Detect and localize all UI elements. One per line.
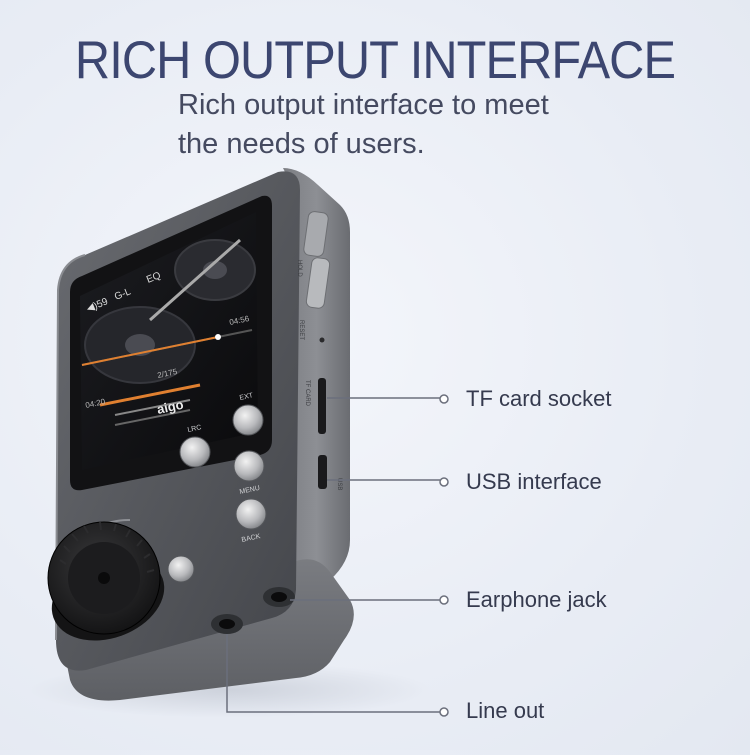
screen-eq-label: EQ — [145, 270, 163, 286]
back-button[interactable] — [235, 498, 267, 530]
side-label-tf-card: TF CARD — [304, 380, 310, 407]
brand-logo: aigo — [156, 397, 185, 417]
earphone-jack[interactable] — [271, 592, 287, 602]
reset-pinhole[interactable] — [319, 337, 325, 343]
side-label-reset: RESET — [298, 320, 304, 340]
headline: RICH OUTPUT INTERFACE — [74, 31, 676, 90]
menu-button[interactable] — [233, 450, 265, 482]
screen-track-index: 2/175 — [157, 367, 179, 380]
tf-card-slot[interactable] — [318, 378, 326, 434]
screen-time-total: 04:56 — [229, 314, 251, 327]
ext-button[interactable] — [232, 404, 264, 436]
volume-rocker[interactable] — [305, 257, 331, 309]
device-side-panel — [283, 168, 350, 608]
lrc-button[interactable] — [179, 436, 211, 468]
line-out-jack[interactable] — [219, 619, 235, 629]
button-label-back: BACK — [241, 533, 261, 544]
play-button[interactable] — [167, 555, 195, 583]
side-label-hold: HOLD — [296, 260, 302, 277]
callout-usb-interface: USB interface — [466, 469, 602, 494]
button-label-menu: MENU — [239, 485, 261, 496]
callout-line-out: Line out — [466, 698, 545, 723]
screen-time-elapsed: 04:20 — [85, 397, 107, 410]
callout-tf-card-socket: TF card socket — [466, 386, 612, 411]
button-label-ext: EXT — [239, 392, 254, 402]
hold-switch[interactable] — [303, 211, 329, 257]
subtitle: Rich output interface to meet the needs … — [178, 86, 598, 164]
button-label-lrc: LRC — [187, 424, 202, 434]
side-label-usb: USB — [336, 478, 342, 490]
usb-port[interactable] — [318, 455, 327, 489]
subtitle-line-2: the needs of users. — [178, 128, 425, 160]
callout-lines — [226, 394, 449, 717]
callout-earphone-jack: Earphone jack — [466, 587, 607, 612]
subtitle-line-1: Rich output interface to meet — [178, 89, 549, 121]
